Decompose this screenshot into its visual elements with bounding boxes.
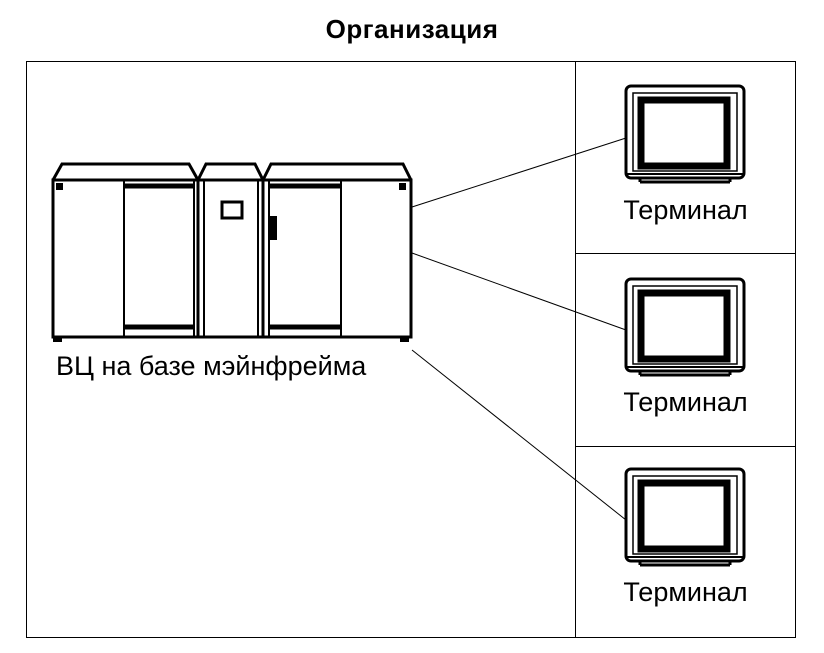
connection-lines [411, 137, 627, 521]
terminal-label-3: Терминал [623, 577, 748, 607]
terminal-cell-1 [575, 61, 796, 254]
connection-line-1 [411, 137, 627, 208]
terminal-monitor-icon [626, 279, 744, 375]
terminal-label-1: Терминал [623, 195, 748, 225]
terminal-monitor-icon [626, 469, 744, 565]
mainframe-icon [51, 162, 413, 342]
terminal-cell-2 [575, 254, 796, 447]
terminal-label-2: Терминал [623, 387, 748, 417]
connection-line-3 [411, 349, 627, 521]
terminal-monitor-icon [626, 86, 744, 182]
diagram-title: Организация [325, 14, 499, 44]
connection-line-2 [411, 252, 627, 331]
terminal-cell-3 [575, 447, 796, 638]
mainframe-label: ВЦ на базе мэйнфрейма [56, 351, 367, 381]
organization-boundary [26, 61, 796, 638]
